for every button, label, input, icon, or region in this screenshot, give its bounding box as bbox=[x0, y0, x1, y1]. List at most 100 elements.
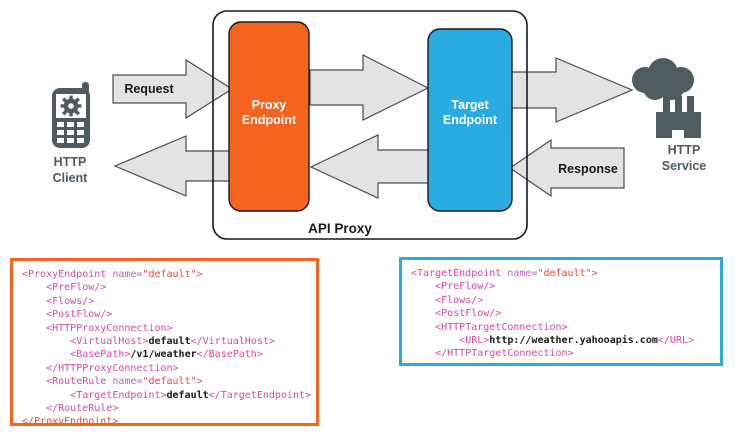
code-token-tag: <PostFlow/> bbox=[46, 309, 113, 321]
code-line: <BasePath>/v1/weather</BasePath> bbox=[22, 348, 316, 361]
code-token-tag: <TargetEndpoint> bbox=[70, 389, 167, 401]
code-line: </HTTPTargetConnection> bbox=[411, 347, 720, 360]
code-token-plain bbox=[22, 309, 46, 320]
proxy-endpoint-code-block: <ProxyEndpoint name="default"> <PreFlow/… bbox=[10, 258, 319, 426]
api-proxy-container: API Proxy bbox=[212, 10, 528, 240]
code-line: </ProxyEndpoint> bbox=[22, 415, 316, 426]
code-line: <TargetEndpoint>default</TargetEndpoint> bbox=[22, 389, 316, 402]
code-token-plain bbox=[411, 348, 435, 359]
code-token-plain bbox=[22, 296, 46, 307]
code-token-attr: name= bbox=[501, 268, 538, 279]
proxy-endpoint-label-line2: Endpoint bbox=[242, 113, 297, 127]
http-client-label-line1: HTTP bbox=[54, 155, 87, 169]
code-token-tag: > bbox=[591, 268, 598, 279]
code-token-tag: <BasePath> bbox=[70, 349, 131, 361]
code-token-tag: </RouteRule> bbox=[46, 403, 119, 415]
code-line: </RouteRule> bbox=[22, 402, 316, 415]
code-token-tag: <TargetEndpoint bbox=[411, 268, 502, 279]
code-line: <PostFlow/> bbox=[22, 308, 316, 321]
target-endpoint-label-line2: Endpoint bbox=[443, 113, 498, 127]
code-token-br: </TargetEndpoint> bbox=[411, 362, 513, 363]
code-token-tag: </HTTPTargetConnection> bbox=[435, 348, 574, 360]
response-arrow-label: Response bbox=[558, 162, 618, 176]
code-token-tag: <Flows/> bbox=[435, 294, 484, 306]
code-token-tag: </HTTPProxyConnection> bbox=[46, 362, 179, 374]
code-token-text: default bbox=[148, 336, 191, 348]
code-token-text: http://weather.yahooapis.com bbox=[489, 335, 658, 347]
code-token-plain bbox=[411, 281, 435, 292]
http-client-label-line2: Client bbox=[53, 171, 89, 185]
code-token-tag: <ProxyEndpoint bbox=[22, 269, 107, 280]
code-line: <URL>http://weather.yahooapis.com</URL> bbox=[411, 334, 720, 347]
code-token-tag: > bbox=[196, 376, 203, 388]
code-token-plain bbox=[411, 295, 435, 306]
code-token-val: "default" bbox=[142, 376, 197, 388]
code-line: </TargetEndpoint> bbox=[411, 361, 720, 363]
api-proxy-label: API Proxy bbox=[308, 221, 372, 236]
http-client-node: HTTP Client bbox=[52, 82, 90, 185]
code-line: <PostFlow/> bbox=[411, 307, 720, 320]
target-to-service-arrow bbox=[505, 57, 634, 123]
code-token-tag: <HTTPProxyConnection> bbox=[46, 322, 173, 334]
code-token-tag: <RouteRule bbox=[46, 376, 107, 388]
target-endpoint-rect[interactable] bbox=[427, 28, 513, 212]
code-token-plain bbox=[22, 336, 70, 347]
http-service-label-line1: HTTP bbox=[668, 143, 701, 157]
code-line: <VirtualHost>default</VirtualHost> bbox=[22, 335, 316, 348]
target-endpoint-node[interactable]: Target Endpoint bbox=[427, 28, 513, 212]
code-token-plain bbox=[22, 403, 46, 414]
code-token-tag: <PostFlow/> bbox=[435, 308, 502, 320]
code-token-tag: <PreFlow/> bbox=[46, 282, 107, 294]
code-token-plain bbox=[22, 390, 70, 401]
code-token-plain bbox=[411, 322, 435, 333]
code-token-tag: <VirtualHost> bbox=[70, 336, 149, 348]
code-line: <ProxyEndpoint name="default"> bbox=[22, 268, 316, 281]
code-token-plain bbox=[22, 282, 46, 293]
proxy-endpoint-rect[interactable] bbox=[228, 21, 310, 212]
code-token-tag: <PreFlow/> bbox=[435, 281, 496, 293]
target-endpoint-code-block: <TargetEndpoint name="default"> <PreFlow… bbox=[399, 257, 723, 366]
api-proxy-box bbox=[212, 10, 528, 240]
code-line: <TargetEndpoint name="default"> bbox=[411, 267, 720, 280]
code-line: <Flows/> bbox=[22, 295, 316, 308]
code-token-tag: </BasePath> bbox=[196, 349, 263, 361]
code-token-tag: <Flows/> bbox=[46, 295, 95, 307]
code-token-tag: </VirtualHost> bbox=[190, 336, 275, 348]
code-token-br: </ProxyEndpoint> bbox=[22, 416, 119, 426]
code-token-val: "default" bbox=[537, 268, 592, 279]
code-token-attr: name= bbox=[106, 376, 143, 388]
http-service-label-line2: Service bbox=[662, 159, 707, 173]
code-line: <RouteRule name="default"> bbox=[22, 375, 316, 388]
code-line: <PreFlow/> bbox=[411, 280, 720, 293]
request-arrow: Request bbox=[112, 58, 234, 120]
code-token-tag: </URL> bbox=[657, 335, 694, 347]
code-token-tag: </TargetEndpoint> bbox=[208, 389, 312, 401]
http-service-node: HTTP Service bbox=[632, 58, 706, 173]
mobile-phone-gear-icon bbox=[52, 82, 90, 148]
code-token-plain bbox=[22, 376, 46, 387]
response-arrow: Response bbox=[508, 138, 625, 198]
proxy-endpoint-label-line1: Proxy bbox=[252, 98, 287, 112]
code-token-text: default bbox=[166, 389, 209, 401]
code-token-tag: <URL> bbox=[459, 335, 490, 347]
proxy-endpoint-node[interactable]: Proxy Endpoint bbox=[228, 21, 310, 212]
code-token-plain bbox=[22, 363, 46, 374]
code-line: <PreFlow/> bbox=[22, 281, 316, 294]
code-token-text: /v1/weather bbox=[130, 349, 197, 361]
code-token-tag: <HTTPTargetConnection> bbox=[435, 321, 568, 333]
request-arrow-label: Request bbox=[124, 82, 174, 96]
code-token-attr: name= bbox=[106, 269, 143, 280]
code-token-tag: > bbox=[196, 269, 203, 280]
target-to-proxy-arrow bbox=[309, 134, 433, 199]
code-token-val: "default" bbox=[142, 269, 197, 280]
code-token-plain bbox=[411, 335, 459, 346]
factory-cloud-icon bbox=[632, 58, 701, 138]
proxy-to-target-arrow bbox=[309, 54, 430, 121]
code-token-plain bbox=[22, 323, 46, 334]
code-line: <HTTPTargetConnection> bbox=[411, 321, 720, 334]
code-line: <HTTPProxyConnection> bbox=[22, 322, 316, 335]
client-return-arrow bbox=[113, 135, 233, 197]
target-endpoint-label-line1: Target bbox=[451, 98, 489, 112]
